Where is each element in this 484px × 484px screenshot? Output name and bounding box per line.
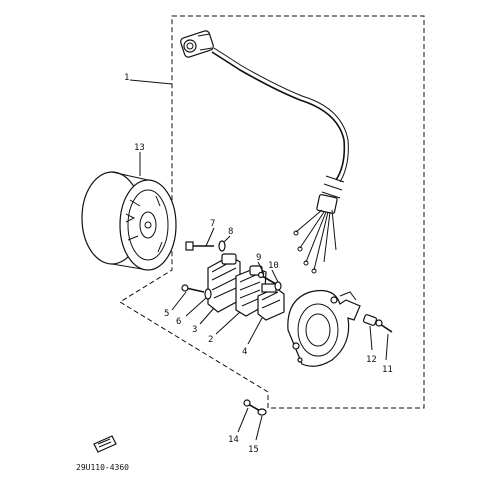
callout-3: 3 — [192, 325, 197, 335]
wire-harness — [180, 30, 349, 274]
assembly-boundary — [119, 15, 425, 409]
screw-5 — [181, 284, 205, 293]
screw-11 — [375, 319, 393, 333]
callout-2: 2 — [208, 335, 213, 345]
source-coil — [207, 253, 241, 313]
washer-10 — [274, 281, 282, 291]
callout-11: 11 — [382, 365, 393, 375]
pulser-coil — [257, 283, 285, 321]
callout-15: 15 — [248, 445, 259, 455]
callout-1: 1 — [124, 73, 129, 83]
harness-connector — [180, 30, 214, 58]
callout-13: 13 — [134, 143, 145, 153]
clamp-12 — [362, 314, 378, 326]
flywheel-rotor — [81, 171, 177, 271]
leader-lines — [129, 79, 389, 441]
id-tag-icon — [93, 435, 117, 453]
callout-12: 12 — [366, 355, 377, 365]
diagram-code: 29U110-4360 — [76, 463, 129, 472]
callout-6: 6 — [176, 317, 181, 327]
callout-5: 5 — [164, 309, 169, 319]
bolt-7 — [185, 241, 214, 251]
screw-9 — [257, 271, 277, 285]
washer-8 — [218, 240, 226, 252]
washer-6 — [204, 288, 212, 300]
callout-4: 4 — [242, 347, 247, 357]
stator-base — [287, 289, 361, 367]
callout-14: 14 — [228, 435, 239, 445]
callout-7: 7 — [210, 219, 215, 229]
callout-8: 8 — [228, 227, 233, 237]
callout-10: 10 — [268, 261, 279, 271]
callout-9: 9 — [256, 253, 261, 263]
washer-15 — [257, 408, 267, 416]
